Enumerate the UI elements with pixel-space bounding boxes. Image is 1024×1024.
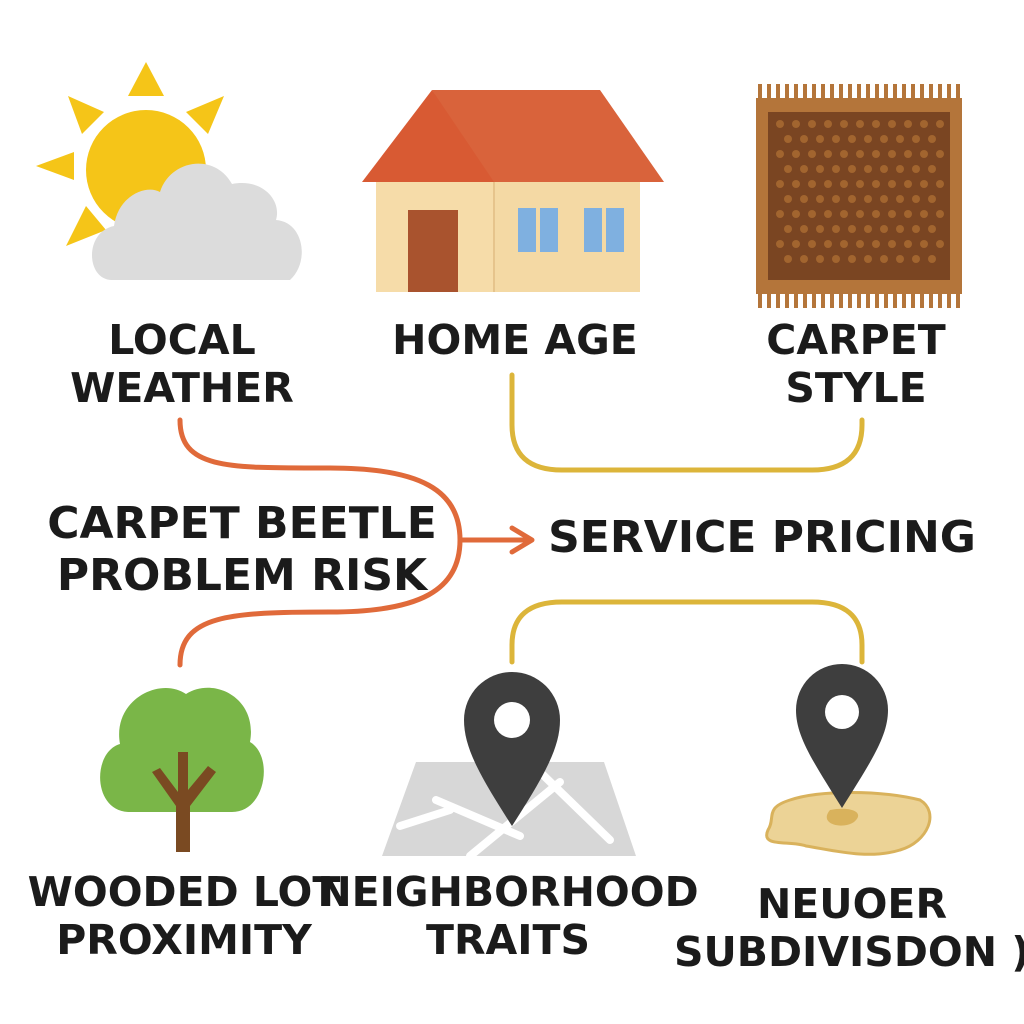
cloud: [92, 163, 302, 280]
label-wooded-line2: PROXIMITY: [56, 916, 313, 964]
map-pin-icon: [382, 672, 636, 860]
sun-rays: [36, 62, 224, 246]
connector-wooded-to-risk: [177, 537, 463, 668]
label-local-weather-line2: WEATHER: [70, 364, 294, 412]
carpet-field: [768, 112, 950, 280]
label-service-pricing: SERVICE PRICING: [548, 512, 976, 563]
arrowhead-icon: [509, 525, 535, 555]
label-neighborhood-line2: TRAITS: [426, 916, 590, 964]
connector-neighborhood-subdivision: [509, 599, 865, 665]
house-icon: [362, 90, 664, 292]
roof-gable: [362, 90, 504, 182]
tree-canopy: [100, 687, 264, 812]
factor-subdivision-label: NEUOER SUBDIVISDON ): [674, 880, 1024, 976]
factor-carpet-style-label: CARPET STYLE: [766, 316, 945, 412]
label-risk-line2: PROBLEM RISK: [57, 550, 429, 601]
label-neighborhood-line1: NEIGHBORHOOD: [317, 868, 698, 916]
label-carpet-style-line2: STYLE: [785, 364, 926, 412]
fringe-bottom: [758, 292, 960, 308]
connectors: [177, 372, 865, 668]
location-pin: [796, 664, 888, 808]
label-wooded-line1: WOODED LOT: [28, 868, 341, 916]
factor-neighborhood-label: NEIGHBORHOOD TRAITS: [317, 868, 698, 964]
location-pin-icon: [765, 664, 932, 856]
connector-home-carpet: [509, 372, 865, 473]
fringe-top: [758, 84, 960, 100]
factor-local-weather-label: LOCAL WEATHER: [70, 316, 294, 412]
carpet-rug-icon: [756, 84, 962, 308]
label-subdivision-line1: NEUOER: [757, 880, 947, 928]
label-local-weather-line1: LOCAL: [108, 316, 255, 364]
sun-cloud-icon: [36, 62, 302, 280]
tree-icon: [100, 687, 264, 852]
map-pin: [464, 672, 560, 826]
tree-trunk: [152, 752, 216, 852]
label-home-age: HOME AGE: [392, 316, 638, 364]
carpet-pattern: [776, 120, 944, 263]
factor-wooded-lot-label: WOODED LOT PROXIMITY: [28, 868, 341, 964]
label-subdivision-line2: SUBDIVISDON ): [674, 928, 1024, 976]
risk-label: CARPET BEETLE PROBLEM RISK: [47, 498, 437, 601]
connector-weather-to-risk: [177, 417, 463, 543]
roof-side: [432, 90, 664, 182]
door: [408, 210, 458, 292]
label-risk-line1: CARPET BEETLE: [47, 498, 437, 549]
label-carpet-style-line1: CARPET: [766, 316, 945, 364]
